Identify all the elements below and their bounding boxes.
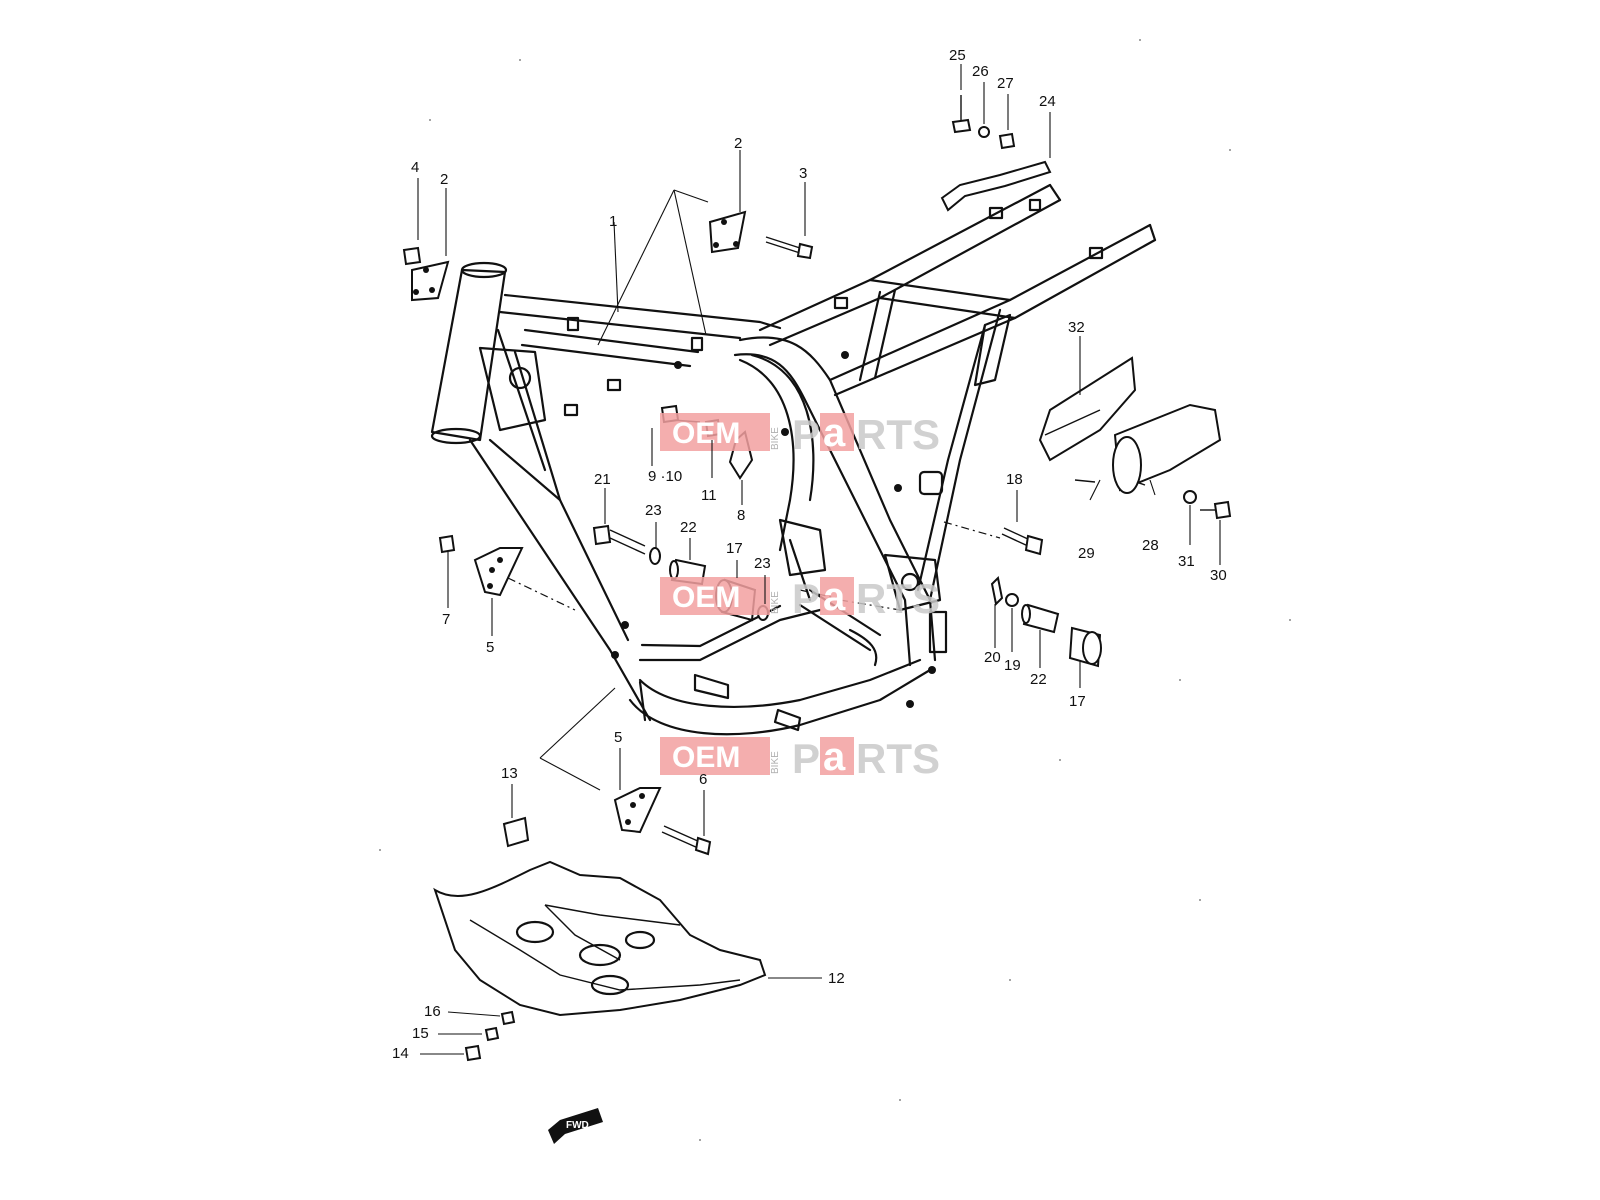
- label-18: 18: [1006, 471, 1023, 488]
- part-19-washer: [1005, 593, 1019, 607]
- part-6-bolt: [661, 825, 712, 856]
- watermark-p: P: [792, 735, 820, 782]
- background-specks: [379, 39, 1291, 1141]
- watermark-oem: OEM: [672, 581, 740, 614]
- label-14: 14: [392, 1045, 409, 1062]
- watermark-rts: RTS: [856, 735, 940, 782]
- part-5-mount-plate-upper: [473, 547, 524, 597]
- label-22-left: 22: [680, 519, 697, 536]
- label-16: 16: [424, 1003, 441, 1020]
- part-5-mount-plate-lower: [613, 787, 662, 834]
- label-28: 28: [1142, 537, 1159, 554]
- label-9-10: 9 ·10: [648, 468, 682, 485]
- label-20: 20: [984, 649, 1001, 666]
- part-32-side-cover: [1038, 356, 1137, 462]
- label-15: 15: [412, 1025, 429, 1042]
- part-21-bolt: [592, 524, 646, 555]
- label-8: 8: [737, 507, 745, 524]
- label-2-left: 2: [440, 171, 448, 188]
- part-28-tool-case: [1112, 403, 1222, 494]
- forward-arrow-label: FWD: [566, 1120, 589, 1131]
- label-22-right: 22: [1030, 671, 1047, 688]
- part-3-bolt: [765, 236, 814, 260]
- watermark-bike: BIKE: [770, 751, 781, 774]
- label-24: 24: [1039, 93, 1056, 110]
- watermark-rts: RTS: [856, 411, 940, 458]
- label-21: 21: [594, 471, 611, 488]
- label-27: 27: [997, 75, 1014, 92]
- part-15-nut: [484, 1026, 500, 1042]
- label-6: 6: [699, 771, 707, 788]
- part-25-bolt: [951, 95, 972, 134]
- part-26-washer: [978, 126, 990, 138]
- main-frame: [430, 183, 1157, 736]
- part-7-nut: [438, 534, 456, 554]
- label-2-right: 2: [734, 135, 742, 152]
- label-31: 31: [1178, 553, 1195, 570]
- part-23-washer-left: [649, 547, 661, 565]
- watermark-p: P: [792, 411, 820, 458]
- label-23-left: 23: [645, 502, 662, 519]
- label-12: 12: [828, 970, 845, 987]
- label-29: 29: [1078, 545, 1095, 562]
- watermark-1: OEM BIKE P a RTS: [660, 411, 940, 458]
- label-19: 19: [1004, 657, 1021, 674]
- part-2-mount-plate-right: [708, 210, 747, 254]
- label-13: 13: [501, 765, 518, 782]
- label-25: 25: [949, 47, 966, 64]
- forward-arrow-icon: FWD: [548, 1108, 603, 1144]
- label-3: 3: [799, 165, 807, 182]
- label-4: 4: [411, 159, 419, 176]
- part-20-clip: [990, 575, 1004, 607]
- label-1: 1: [609, 213, 617, 230]
- label-5-upper: 5: [486, 639, 494, 656]
- part-24-bracket: [940, 160, 1052, 212]
- part-27-nut: [998, 132, 1016, 150]
- label-23-right: 23: [754, 555, 771, 572]
- label-32: 32: [1068, 319, 1085, 336]
- part-2-mount-plate-left: [411, 260, 450, 302]
- watermark-a: a: [823, 735, 846, 779]
- part-12-skid-plate: [433, 860, 767, 1017]
- watermark-rts: RTS: [856, 575, 940, 622]
- label-30: 30: [1210, 567, 1227, 584]
- part-31-washer: [1183, 490, 1197, 504]
- label-17-right: 17: [1069, 693, 1086, 710]
- exploded-view-guides: [507, 189, 1146, 791]
- part-14-bolt: [464, 1044, 482, 1062]
- label-5-lower: 5: [614, 729, 622, 746]
- watermark-2: OEM BIKE P a RTS: [660, 575, 940, 622]
- watermark-bike: BIKE: [770, 427, 781, 450]
- part-16-washer: [500, 1010, 516, 1026]
- watermark-oem: OEM: [672, 741, 740, 774]
- watermark-p: P: [792, 575, 820, 622]
- label-26: 26: [972, 63, 989, 80]
- part-4-nut: [402, 246, 422, 266]
- watermark-bike: BIKE: [770, 591, 781, 614]
- part-labels: 4 2 1 2 3 25 26 27 24 32 18 29 28 31 30 …: [392, 47, 1227, 1062]
- watermark-oem: OEM: [672, 417, 740, 450]
- label-11: 11: [701, 487, 717, 504]
- part-22-spacer-right: [1021, 603, 1060, 634]
- label-7: 7: [442, 611, 450, 628]
- part-17-bushing-right: [1068, 626, 1102, 668]
- watermark-3: OEM BIKE P a RTS: [660, 735, 940, 782]
- watermark-a: a: [823, 575, 846, 619]
- label-leaders: [417, 64, 1221, 1055]
- part-18-bolt: [1001, 527, 1044, 556]
- part-30-bolt: [1200, 500, 1232, 520]
- label-17-left: 17: [726, 540, 743, 557]
- part-13-pad: [502, 816, 530, 848]
- watermark-a: a: [823, 411, 846, 455]
